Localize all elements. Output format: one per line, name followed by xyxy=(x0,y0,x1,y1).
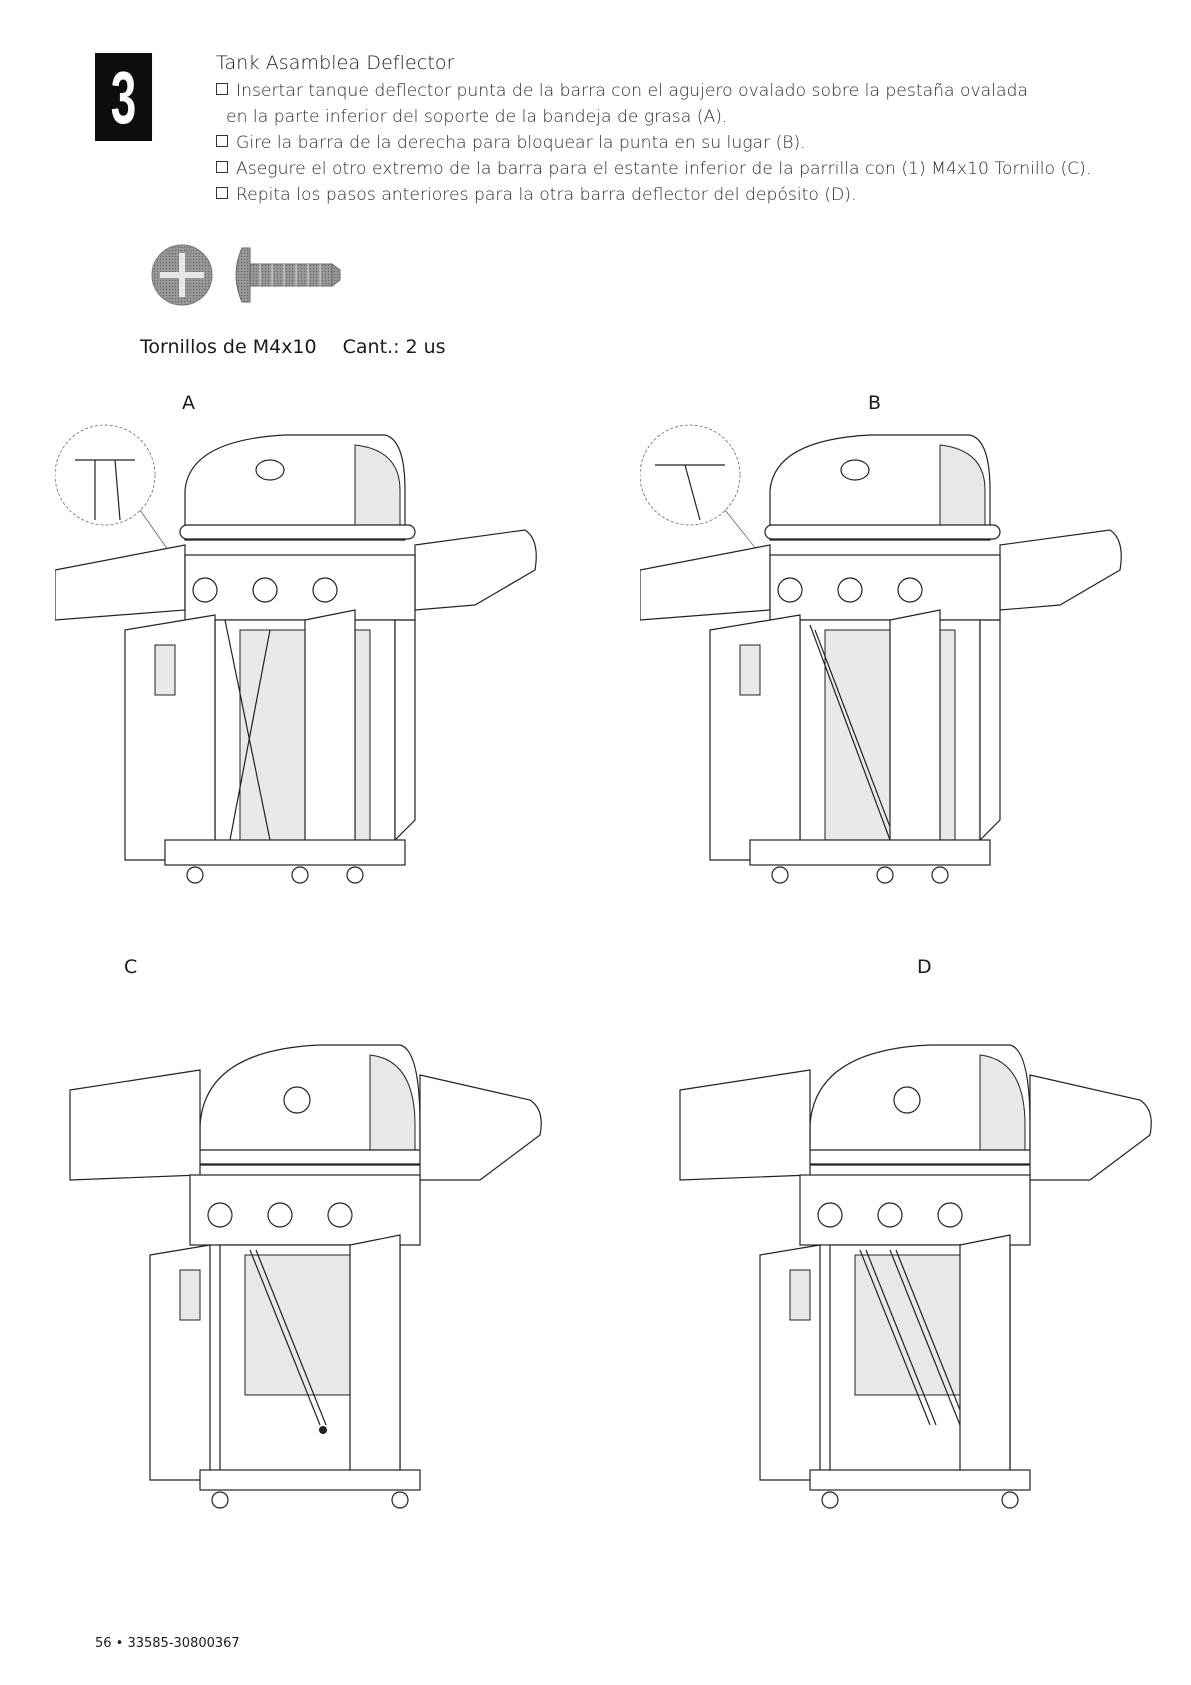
grill-illustration-c xyxy=(69,1044,542,1509)
hardware-name: Tornillos de M4x10 xyxy=(140,336,317,358)
step-title: Tank Asamblea Deflector xyxy=(216,52,455,74)
checkbox-icon xyxy=(216,161,228,173)
instruction-item: Asegure el otro extremo de la barra para… xyxy=(216,156,1176,182)
page-footer: 56 • 33585-30800367 xyxy=(95,1636,240,1651)
panel-label-b: B xyxy=(868,392,882,414)
grill-illustration-a xyxy=(55,424,537,884)
grill-illustration-b xyxy=(640,424,1122,884)
screw-side-icon xyxy=(235,247,341,303)
hardware-quantity: Cant.: 2 us xyxy=(342,336,446,358)
hardware-caption: Tornillos de M4x10 Cant.: 2 us xyxy=(140,336,446,358)
instruction-item-continuation: en la parte inferior del soporte de la b… xyxy=(226,107,728,127)
instruction-item: Insertar tanque deflector punta de la ba… xyxy=(216,78,1176,104)
instruction-item: Repita los pasos anteriores para la otra… xyxy=(216,182,1176,208)
panel-label-d: D xyxy=(917,956,932,978)
panel-label-a: A xyxy=(182,392,195,414)
grill-illustration-d xyxy=(679,1044,1152,1509)
zoom-inset-b xyxy=(640,424,766,561)
screw-head-icon xyxy=(151,244,213,306)
step-number: 3 xyxy=(110,55,137,139)
checkbox-icon xyxy=(216,187,228,199)
checkbox-icon xyxy=(216,83,228,95)
instruction-item: Gire la barra de la derecha para bloquea… xyxy=(216,130,1176,156)
instruction-list: Insertar tanque deflector punta de la ba… xyxy=(216,78,1176,208)
checkbox-icon xyxy=(216,135,228,147)
panel-label-c: C xyxy=(124,956,138,978)
screw-illustration xyxy=(151,244,341,306)
step-number-badge: 3 xyxy=(95,53,153,141)
zoom-inset-a xyxy=(55,424,176,561)
